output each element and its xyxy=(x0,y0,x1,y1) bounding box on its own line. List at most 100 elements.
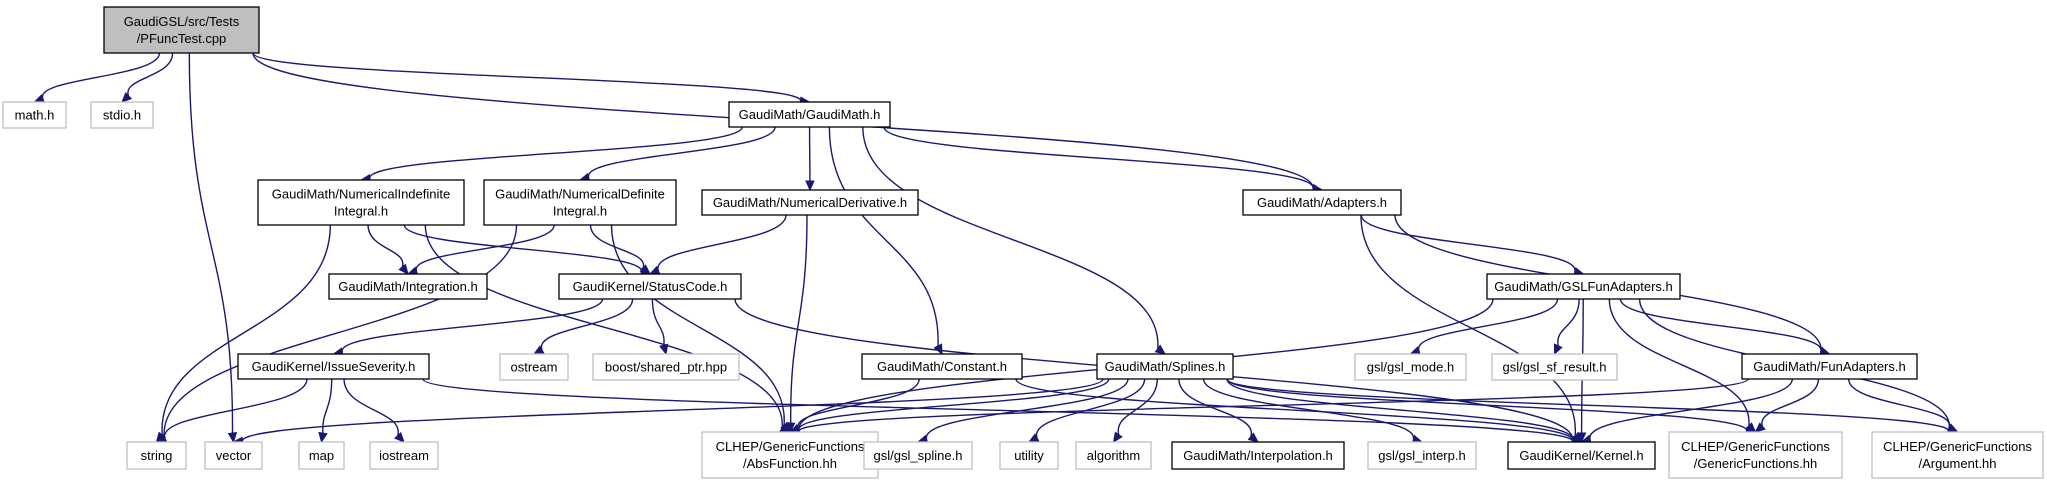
edge-root-to-vector xyxy=(188,52,238,444)
node-gsl-sf-result: gsl/gsl_sf_result.h xyxy=(1491,353,1618,381)
node-label: ostream xyxy=(511,360,558,375)
node-box xyxy=(558,273,742,300)
node-label: GaudiMath/NumericalDerivative.h xyxy=(713,195,907,210)
node-label: GaudiMath/FunAdapters.h xyxy=(1753,359,1905,374)
node-box xyxy=(1741,353,1918,380)
node-algorithm: algorithm xyxy=(1075,441,1152,470)
edge-splines_h-to-interpolation_h xyxy=(1178,378,1259,443)
node-label: GaudiMath/Splines.h xyxy=(1105,359,1226,374)
node-box xyxy=(328,273,488,300)
node-adapters-h[interactable]: GaudiMath/Adapters.h xyxy=(1242,189,1402,216)
node-box xyxy=(1491,353,1618,381)
node-label: /GenericFunctions.hh xyxy=(1694,456,1818,471)
node-nder-h[interactable]: GaudiMath/NumericalDerivative.h xyxy=(701,189,919,216)
node-issueseverity-h[interactable]: GaudiKernel/IssueSeverity.h xyxy=(237,353,430,380)
edge-nii_h-to-statuscode_h xyxy=(403,224,652,277)
node-label: GaudiMath/GaudiMath.h xyxy=(739,107,881,122)
edge-splines_h-to-kernel_h xyxy=(1226,378,1583,446)
arrowhead xyxy=(1576,432,1587,444)
edge-gaudimath_h-to-splines_h xyxy=(862,126,1166,355)
node-label: GaudiMath/Interpolation.h xyxy=(1183,448,1333,463)
edge-statuscode_h-to-ostream xyxy=(532,298,634,355)
arrowhead xyxy=(785,422,796,434)
arrowhead xyxy=(639,264,651,275)
node-box xyxy=(701,431,879,479)
node-box xyxy=(592,353,740,381)
edge-root-to-stdio_h xyxy=(121,52,174,103)
node-box xyxy=(999,441,1059,470)
node-shared-ptr: boost/shared_ptr.hpp xyxy=(592,353,740,381)
edges-layer xyxy=(33,52,1959,447)
node-gsl-spline: gsl/gsl_spline.h xyxy=(863,441,973,470)
arrowhead xyxy=(659,343,669,356)
edge-ndi_h-to-string xyxy=(155,224,518,443)
arrowhead xyxy=(1553,343,1563,356)
node-label: map xyxy=(309,448,334,463)
node-label: GaudiKernel/StatusCode.h xyxy=(573,279,728,294)
node-box xyxy=(1354,353,1467,381)
node-box xyxy=(1242,189,1402,216)
node-gslfunadapters-h[interactable]: GaudiMath/GSLFunAdapters.h xyxy=(1486,273,1681,300)
node-box xyxy=(701,189,919,216)
edge-issueseverity_h-to-string xyxy=(155,378,308,443)
edge-gslfunadapters_h-to-funadapters_h xyxy=(1619,298,1831,357)
node-box xyxy=(1486,273,1681,300)
node-box xyxy=(1096,353,1234,380)
node-label: GaudiMath/NumericalIndefinite xyxy=(272,187,450,202)
edge-splines_h-to-absfunction xyxy=(788,378,1110,436)
node-gaudimath-h[interactable]: GaudiMath/GaudiMath.h xyxy=(728,101,891,128)
node-utility: utility xyxy=(999,441,1059,470)
node-ostream: ostream xyxy=(499,353,569,381)
arrowhead xyxy=(1154,344,1166,355)
node-box xyxy=(237,353,430,380)
node-box xyxy=(298,441,345,470)
node-label: GaudiMath/GSLFunAdapters.h xyxy=(1494,279,1673,294)
node-box xyxy=(1871,431,2044,479)
node-label: iostream xyxy=(379,448,429,463)
edge-gslfunadapters_h-to-gsl_sf_result xyxy=(1553,298,1580,356)
node-genericfunctions: CLHEP/GenericFunctions/GenericFunctions.… xyxy=(1668,431,1843,479)
node-label: /Argument.hh xyxy=(1918,456,1996,471)
node-string: string xyxy=(126,441,187,470)
arrowhead xyxy=(393,431,405,443)
node-box xyxy=(257,179,465,226)
arrowhead xyxy=(1027,433,1040,443)
node-statuscode-h[interactable]: GaudiKernel/StatusCode.h xyxy=(558,273,742,300)
edge-root-to-math_h xyxy=(33,52,161,103)
node-integration-h[interactable]: GaudiMath/Integration.h xyxy=(328,273,488,300)
node-absfunction: CLHEP/GenericFunctions/AbsFunction.hh xyxy=(701,431,879,479)
node-splines-h[interactable]: GaudiMath/Splines.h xyxy=(1096,353,1234,380)
edge-funadapters_h-to-argument xyxy=(1848,378,1959,433)
node-label: Integral.h xyxy=(334,204,388,219)
node-label: GaudiGSL/src/Tests xyxy=(124,14,240,29)
node-kernel-h[interactable]: GaudiKernel/Kernel.h xyxy=(1507,441,1656,470)
node-box xyxy=(103,6,260,54)
node-label: algorithm xyxy=(1087,448,1140,463)
arrowhead xyxy=(805,180,815,192)
node-label: utility xyxy=(1014,448,1044,463)
node-label: GaudiMath/Adapters.h xyxy=(1257,195,1387,210)
node-box xyxy=(369,441,439,470)
node-box xyxy=(499,353,569,381)
node-label: GaudiMath/Constant.h xyxy=(877,359,1007,374)
node-box xyxy=(2,101,67,129)
node-label: /PFuncTest.cpp xyxy=(137,31,227,46)
edge-issueseverity_h-to-map xyxy=(318,378,333,444)
edge-constant_h-to-kernel_h xyxy=(1015,378,1583,446)
node-vector: vector xyxy=(204,441,263,470)
node-root[interactable]: GaudiGSL/src/Tests/PFuncTest.cpp xyxy=(103,6,260,54)
node-gsl-interp: gsl/gsl_interp.h xyxy=(1367,441,1477,470)
node-gsl-mode: gsl/gsl_mode.h xyxy=(1354,353,1467,381)
node-constant-h[interactable]: GaudiMath/Constant.h xyxy=(861,353,1023,380)
node-label: GaudiMath/Integration.h xyxy=(338,279,477,294)
edge-gaudimath_h-to-nii_h xyxy=(359,126,743,184)
arrowhead xyxy=(1754,422,1766,433)
node-funadapters-h[interactable]: GaudiMath/FunAdapters.h xyxy=(1741,353,1918,380)
arrowhead xyxy=(1745,422,1757,433)
node-interpolation-h[interactable]: GaudiMath/Interpolation.h xyxy=(1171,441,1345,470)
arrowhead xyxy=(318,431,328,444)
edge-issueseverity_h-to-iostream xyxy=(343,378,405,443)
